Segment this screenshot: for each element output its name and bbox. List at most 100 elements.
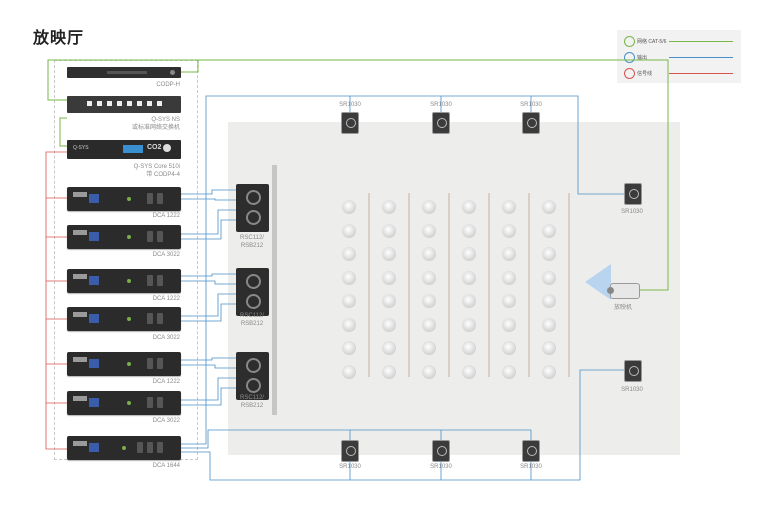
seat — [502, 294, 516, 308]
seat — [542, 223, 556, 238]
seat — [422, 294, 436, 308]
surround-speaker — [341, 112, 359, 134]
seat — [542, 364, 556, 379]
aisle-divider — [528, 193, 530, 377]
seat — [342, 341, 356, 355]
projection-screen — [272, 165, 277, 415]
rack-label-amp: DCA 3022 — [152, 252, 180, 258]
screen-speaker-label: RSC112/ RSB212 — [240, 313, 264, 327]
network-cable — [47, 59, 199, 101]
legend: 网络 CAT-5/6 输出 信号线 — [617, 30, 741, 83]
seat — [342, 270, 356, 285]
surround-speaker — [624, 360, 642, 382]
aisle-divider — [488, 193, 490, 377]
screen-speaker — [236, 352, 269, 400]
surround-label: SR1030 — [339, 102, 361, 108]
seat — [462, 317, 476, 332]
seat — [462, 247, 476, 261]
rack-label-amp: DCA 1222 — [152, 296, 180, 302]
seat — [342, 364, 356, 379]
rack-label-amp: DCA 1222 — [152, 213, 180, 219]
codp-device — [67, 67, 181, 78]
seat — [542, 341, 556, 355]
legend-line-signal — [669, 73, 733, 74]
qsys-core: Q-SYS CO2 — [67, 140, 181, 159]
legend-line-output — [669, 57, 733, 58]
network-cable — [197, 59, 669, 291]
seat — [462, 200, 476, 214]
rack-label-switch: Q-SYS NS 或标准网络交换机 — [131, 117, 180, 131]
seat — [382, 341, 396, 355]
seat — [342, 200, 356, 214]
signal-icon — [624, 68, 635, 79]
seat — [542, 247, 556, 261]
rack-label-codp: CODP-H — [156, 82, 180, 88]
projector-icon — [607, 283, 640, 299]
page-title: 放映厅 — [33, 30, 85, 47]
rack-label-amp: DCA 1222 — [152, 379, 180, 385]
seat — [422, 200, 436, 214]
seat — [502, 341, 516, 355]
seat — [382, 317, 396, 332]
amplifier-dca3022 — [67, 391, 181, 415]
seat — [462, 294, 476, 308]
surround-label: SR1030 — [430, 464, 452, 470]
seat — [462, 341, 476, 355]
projector-label: 放映机 — [613, 305, 632, 311]
aisle-divider — [568, 193, 570, 377]
rack-label-core: Q-SYS Core 510i 带 CODP4-4 — [133, 164, 180, 178]
amplifier-dca1222 — [67, 187, 181, 211]
amplifier-dca3022 — [67, 225, 181, 249]
seat — [422, 223, 436, 238]
seat — [342, 317, 356, 332]
rack-label-amp: DCA 3022 — [152, 418, 180, 424]
surround-label: SR1030 — [520, 102, 542, 108]
surround-speaker — [341, 440, 359, 462]
screen-speaker-label: RSC112/ RSB212 — [240, 235, 264, 249]
surround-speaker — [624, 183, 642, 205]
legend-label-output: 输出 — [637, 55, 648, 61]
seat — [462, 223, 476, 238]
network-switch — [67, 96, 181, 113]
seat — [422, 341, 436, 355]
seat — [422, 247, 436, 261]
seat — [382, 223, 396, 238]
seat — [422, 317, 436, 332]
core-io-label: CO2 — [147, 144, 162, 151]
projector-beam — [585, 264, 611, 300]
screen-speaker-label: RSC112/ RSB212 — [240, 395, 264, 409]
seat — [502, 223, 516, 238]
seat — [342, 294, 356, 308]
seat — [502, 317, 516, 332]
core-badge: Q-SYS — [73, 145, 89, 151]
seat — [382, 247, 396, 261]
aisle-divider — [368, 193, 370, 377]
amplifier-dca1644 — [67, 436, 181, 460]
seat — [542, 200, 556, 214]
seat — [422, 270, 436, 285]
seat — [502, 364, 516, 379]
seat — [502, 270, 516, 285]
rack-label-amp: DCA 1644 — [152, 463, 180, 469]
seat — [382, 294, 396, 308]
aisle-divider — [408, 193, 410, 377]
surround-label: SR1030 — [520, 464, 542, 470]
amplifier-dca3022 — [67, 307, 181, 331]
seat — [342, 247, 356, 261]
network-cable — [59, 117, 67, 147]
screen-speaker — [236, 268, 269, 316]
surround-speaker — [432, 112, 450, 134]
surround-label: SR1030 — [339, 464, 361, 470]
seat — [542, 317, 556, 332]
seat — [542, 270, 556, 285]
seat — [502, 200, 516, 214]
network-icon — [624, 36, 635, 47]
amplifier-dca1222 — [67, 269, 181, 293]
output-cables-screen — [181, 189, 236, 406]
surround-label: SR1030 — [621, 387, 643, 393]
surround-speaker — [522, 440, 540, 462]
amplifier-dca1222 — [67, 352, 181, 376]
seat — [342, 223, 356, 238]
seat — [422, 364, 436, 379]
